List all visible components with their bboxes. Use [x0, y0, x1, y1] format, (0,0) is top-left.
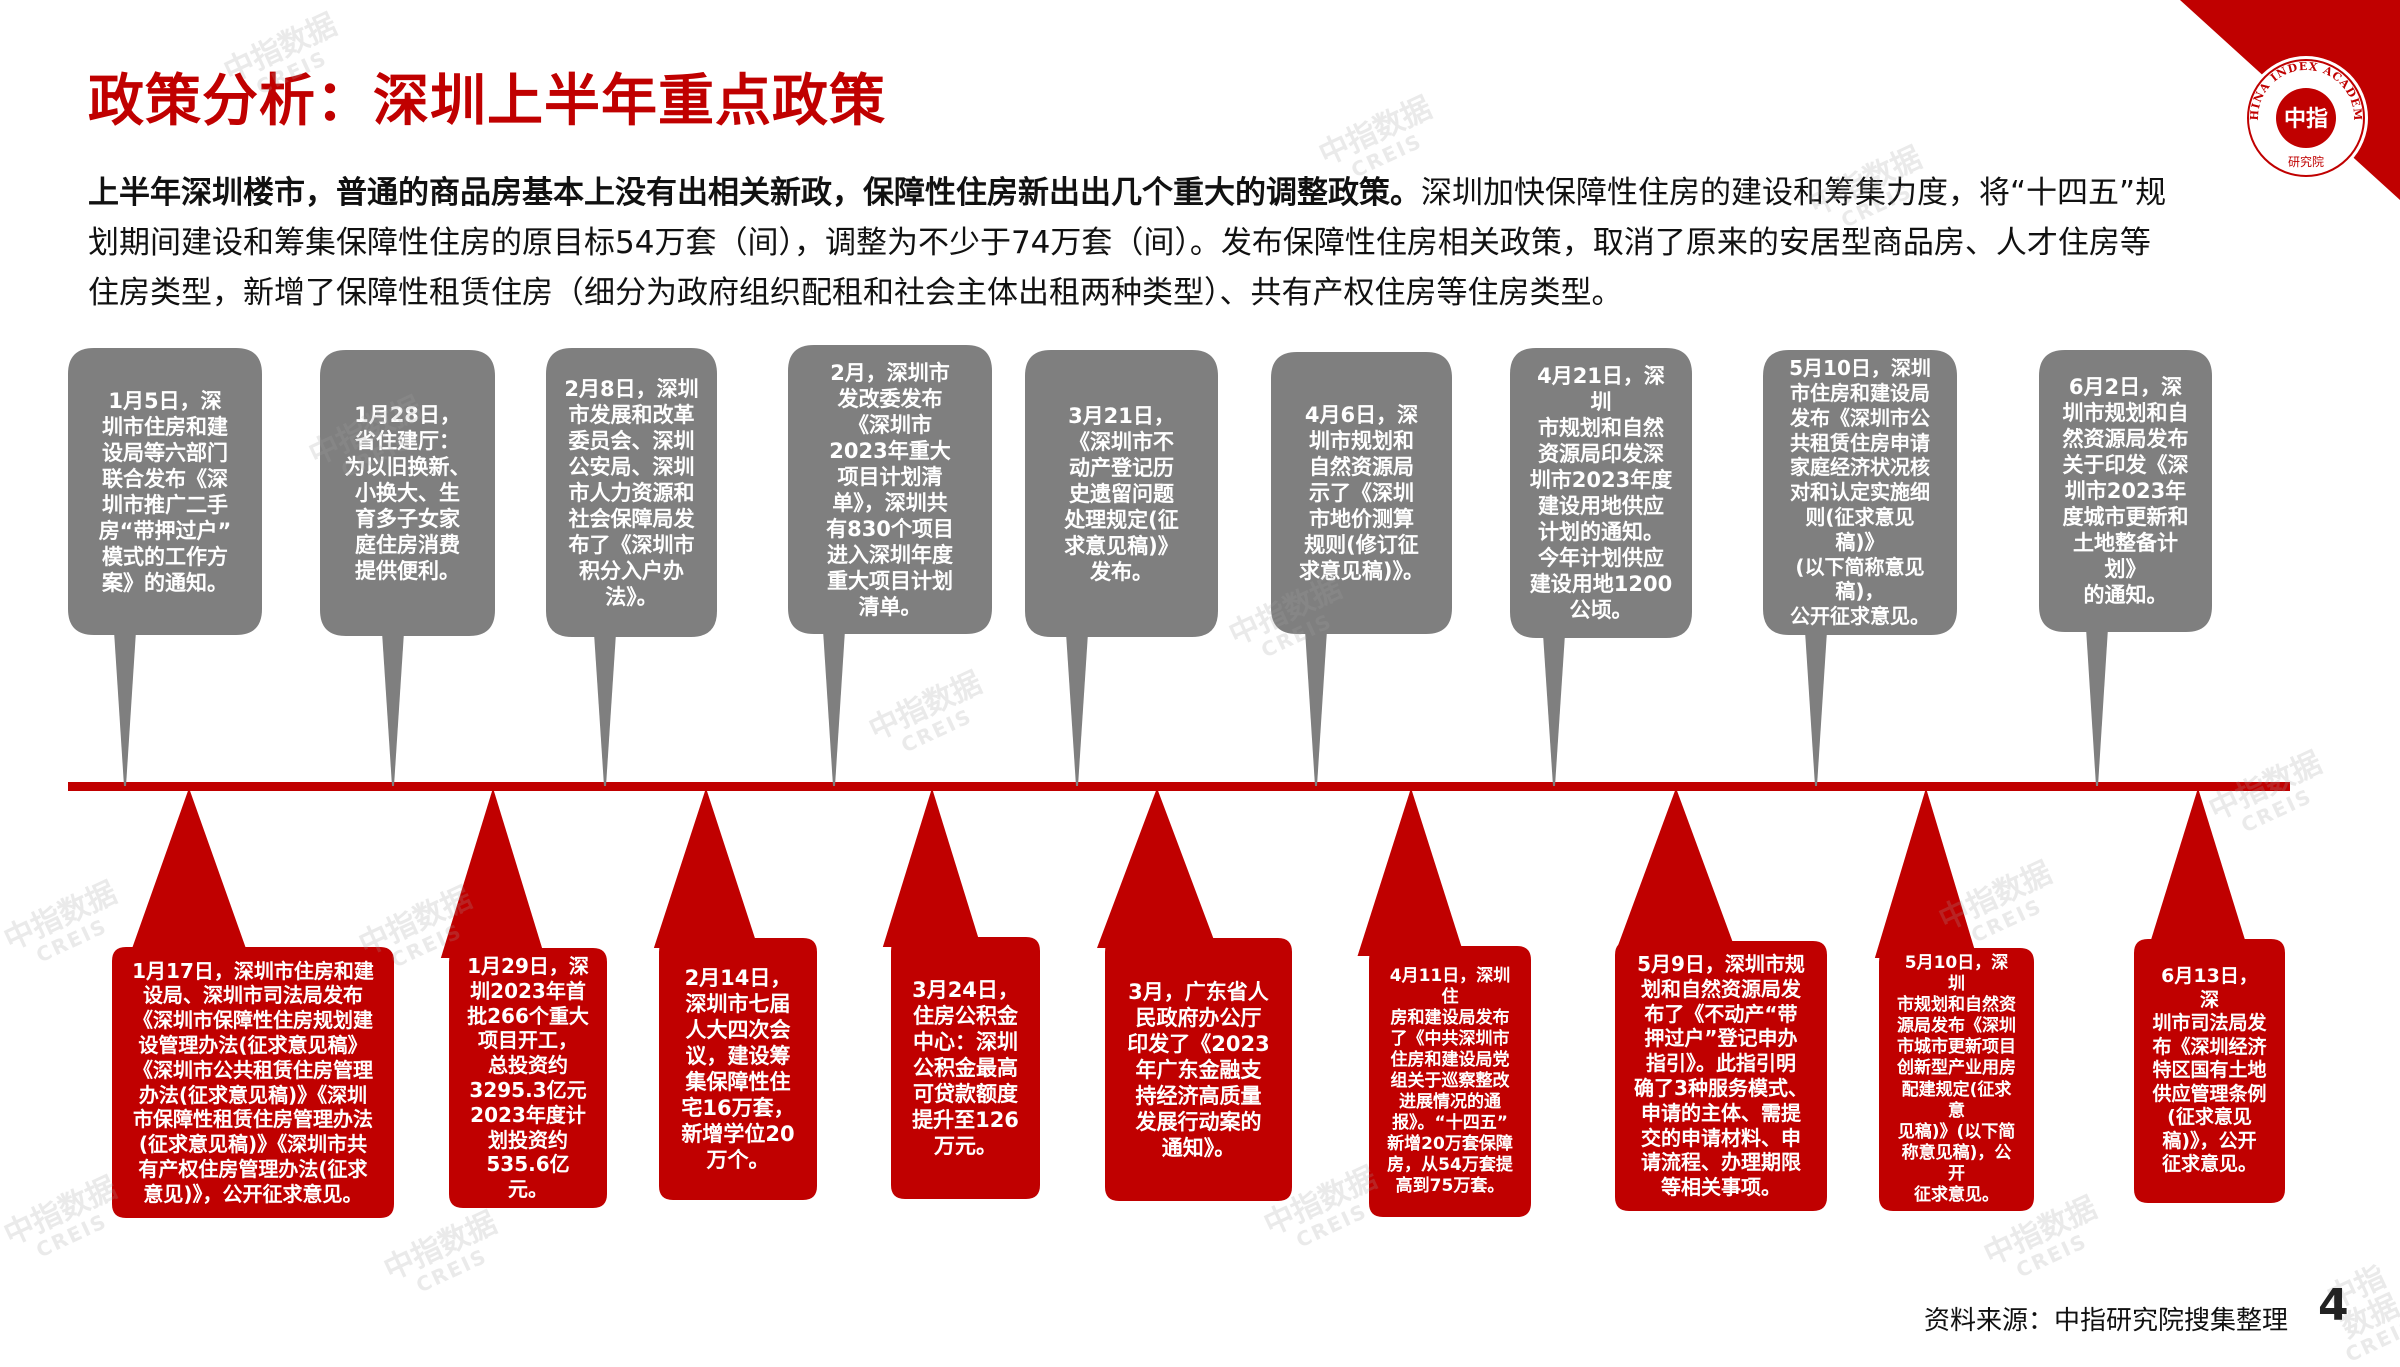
- lower-event-callout: 6月13日，深 圳市司法局发 布《深圳经济 特区国有土地 供应管理条例 (征求意…: [2134, 939, 2285, 1203]
- upper-callout-pointer: [1543, 634, 1565, 786]
- lower-event-callout: 5月9日，深圳市规 划和自然资源局发 布了《不动产“带 押过户”登记申办 指引》…: [1615, 941, 1827, 1211]
- lower-event-callout: 2月14日， 深圳市七届 人大四次会 议，建设筹 集保障性住 宅16万套， 新增…: [659, 938, 817, 1200]
- intro-rest-text: 深圳加快保障性住房的建设和筹集力度，将“十四五”规划期间建设和筹集保障性住房的原…: [88, 175, 2167, 311]
- upper-callout-box: [1763, 350, 1957, 635]
- upper-callout-box: [68, 348, 262, 635]
- upper-event-text: 1月5日，深 圳市住房和建 设局等六部门 联合发布《深 圳市推广二手 房“带押过…: [98, 388, 232, 595]
- intro-paragraph: 上半年深圳楼市，普通的商品房基本上没有出相关新政，保障性住房新出出几个重大的调整…: [88, 168, 2168, 318]
- lower-callout-box: [1369, 946, 1531, 1217]
- lower-event-callout: 3月24日， 住房公积金 中心：深圳 公积金最高 可贷款额度 提升至126 万元…: [891, 937, 1040, 1199]
- lower-callout-box: [449, 948, 607, 1208]
- lower-callout-box: [1105, 938, 1292, 1201]
- upper-event-callout: 5月10日，深圳 市住房和建设局 发布《深圳市公 共租赁住房申请 家庭经济状况核…: [1763, 350, 1957, 635]
- china-index-academy-logo: CHINA INDEX ACADEMY 中指 研究院: [2240, 52, 2368, 180]
- upper-event-text: 4月6日，深 圳市规划和 自然资源局 示了《深圳 市地价测算 规则(修订征 求意…: [1298, 403, 1425, 583]
- source-note: 资料来源：中指研究院搜集整理: [1923, 1306, 2288, 1336]
- upper-event-callout: 1月28日， 省住建厅： 为以旧换新、 小换大、生 育多子女家 庭住房消费 提供…: [320, 350, 495, 636]
- lower-callout-pointer: [653, 788, 759, 948]
- upper-callout-pointer: [382, 632, 404, 786]
- upper-callout-box: [788, 345, 992, 634]
- lower-event-text: 3月，广东省人 民政府办公厅 印发了《2023 年广东金融支 持经济高质量 发展…: [1127, 979, 1270, 1160]
- lower-callout-box: [1615, 941, 1827, 1211]
- upper-callout-box: [1510, 348, 1692, 638]
- upper-event-text: 1月28日， 省住建厅： 为以旧换新、 小换大、生 育多子女家 庭住房消费 提供…: [344, 403, 471, 583]
- lower-callout-pointer: [440, 788, 546, 958]
- upper-event-text: 2月8日，深圳 市发展和改革 委员会、深圳 公安局、深圳 市人力资源和 社会保障…: [564, 376, 699, 609]
- upper-event-text: 2月，深圳市 发改委发布 《深圳市 2023年重大 项目计划清 单》，深圳共 有…: [826, 360, 954, 619]
- lower-event-text: 3月24日， 住房公积金 中心：深圳 公积金最高 可贷款额度 提升至126 万元…: [912, 978, 1019, 1158]
- lower-event-callout: 3月，广东省人 民政府办公厅 印发了《2023 年广东金融支 持经济高质量 发展…: [1105, 938, 1292, 1201]
- lower-event-text: 6月13日，深 圳市司法局发 布《深圳经济 特区国有土地 供应管理条例 (征求意…: [2152, 964, 2267, 1176]
- lower-callout-box: [659, 938, 817, 1200]
- lower-event-text: 4月11日，深圳住 房和建设局发布 了《中共深圳市 住房和建设局党 组关于巡察整…: [1387, 965, 1513, 1197]
- lower-callout-box: [2134, 939, 2285, 1203]
- lower-event-text: 1月17日，深圳市住房和建 设局、深圳市司法局发布 《深圳市保障性住房规划建 设…: [132, 958, 374, 1206]
- upper-event-callout: 3月21日， 《深圳市不 动产登记历 史遗留问题 处理规定(征 求意见稿)》 发…: [1025, 350, 1218, 637]
- lower-event-text: 1月29日，深 圳2023年首 批266个重大 项目开工， 总投资约 3295.…: [467, 954, 589, 1202]
- upper-event-callout: 2月，深圳市 发改委发布 《深圳市 2023年重大 项目计划清 单》，深圳共 有…: [788, 345, 992, 634]
- upper-event-callout: 4月6日，深 圳市规划和 自然资源局 示了《深圳 市地价测算 规则(修订征 求意…: [1271, 352, 1452, 634]
- lower-callout-box: [891, 937, 1040, 1199]
- intro-bold-sentence: 上半年深圳楼市，普通的商品房基本上没有出相关新政，保障性住房新出出几个重大的调整…: [88, 175, 1421, 211]
- lower-event-callout: 5月10日，深圳 市规划和自然资 源局发布《深圳 市城市更新项目 创新型产业用房…: [1879, 948, 2034, 1211]
- lower-callout-box: [1879, 948, 2034, 1211]
- upper-callout-pointer: [1305, 630, 1327, 786]
- upper-event-text: 5月10日，深圳 市住房和建设局 发布《深圳市公 共租赁住房申请 家庭经济状况核…: [1789, 356, 1931, 629]
- lower-event-text: 5月10日，深圳 市规划和自然资 源局发布《深圳 市城市更新项目 创新型产业用房…: [1897, 953, 2016, 1205]
- lower-event-text: 5月9日，深圳市规 划和自然资源局发 布了《不动产“带 押过户”登记申办 指引》…: [1634, 952, 1808, 1200]
- lower-callout-pointer: [129, 788, 249, 957]
- upper-callout-box: [320, 350, 495, 636]
- lower-callout-box: [112, 947, 394, 1218]
- upper-event-text: 6月2日，深 圳市规划和自 然资源局发布 关于印发《深 圳市2023年 度城市更…: [2062, 375, 2189, 607]
- upper-event-callout: 2月8日，深圳 市发展和改革 委员会、深圳 公安局、深圳 市人力资源和 社会保障…: [546, 348, 717, 637]
- lower-callout-pointer: [1874, 788, 1978, 958]
- upper-event-callout: 4月21日，深圳 市规划和自然 资源局印发深 圳市2023年度 建设用地供应 计…: [1510, 348, 1692, 638]
- lower-callout-pointer: [882, 788, 982, 947]
- upper-event-callout: 6月2日，深 圳市规划和自 然资源局发布 关于印发《深 圳市2023年 度城市更…: [2039, 350, 2212, 632]
- logo-center-text: 中指: [2284, 107, 2328, 132]
- upper-callout-box: [546, 348, 717, 637]
- upper-callout-pointer: [823, 630, 845, 786]
- lower-event-callout: 1月29日，深 圳2023年首 批266个重大 项目开工， 总投资约 3295.…: [449, 948, 607, 1208]
- timeline-bar: [68, 782, 2290, 791]
- upper-callout-box: [2039, 350, 2212, 632]
- page-title: 政策分析：深圳上半年重点政策: [88, 69, 886, 134]
- upper-callout-pointer: [114, 631, 136, 786]
- lower-callout-pointer: [1357, 788, 1465, 956]
- upper-callout-box: [1025, 350, 1218, 637]
- lower-callout-pointer: [1097, 788, 1217, 948]
- lower-callout-pointer: [1616, 788, 1736, 951]
- upper-callout-pointer: [1805, 631, 1827, 786]
- upper-callout-pointer: [2086, 628, 2108, 786]
- upper-callout-pointer: [1066, 633, 1088, 786]
- lower-callout-pointer: [2148, 788, 2248, 949]
- upper-callout-pointer: [594, 633, 616, 786]
- lower-event-text: 2月14日， 深圳市七届 人大四次会 议，建设筹 集保障性住 宅16万套， 新增…: [681, 966, 795, 1172]
- logo-bottom-text: 研究院: [2288, 154, 2324, 169]
- lower-event-callout: 1月17日，深圳市住房和建 设局、深圳市司法局发布 《深圳市保障性住房规划建 设…: [112, 947, 394, 1218]
- page-number: 4: [2318, 1280, 2349, 1331]
- upper-event-callout: 1月5日，深 圳市住房和建 设局等六部门 联合发布《深 圳市推广二手 房“带押过…: [68, 348, 262, 635]
- upper-callout-box: [1271, 352, 1452, 634]
- lower-event-callout: 4月11日，深圳住 房和建设局发布 了《中共深圳市 住房和建设局党 组关于巡察整…: [1369, 946, 1531, 1217]
- upper-event-text: 4月21日，深圳 市规划和自然 资源局印发深 圳市2023年度 建设用地供应 计…: [1529, 364, 1673, 622]
- upper-event-text: 3月21日， 《深圳市不 动产登记历 史遗留问题 处理规定(征 求意见稿)》 发…: [1064, 403, 1179, 584]
